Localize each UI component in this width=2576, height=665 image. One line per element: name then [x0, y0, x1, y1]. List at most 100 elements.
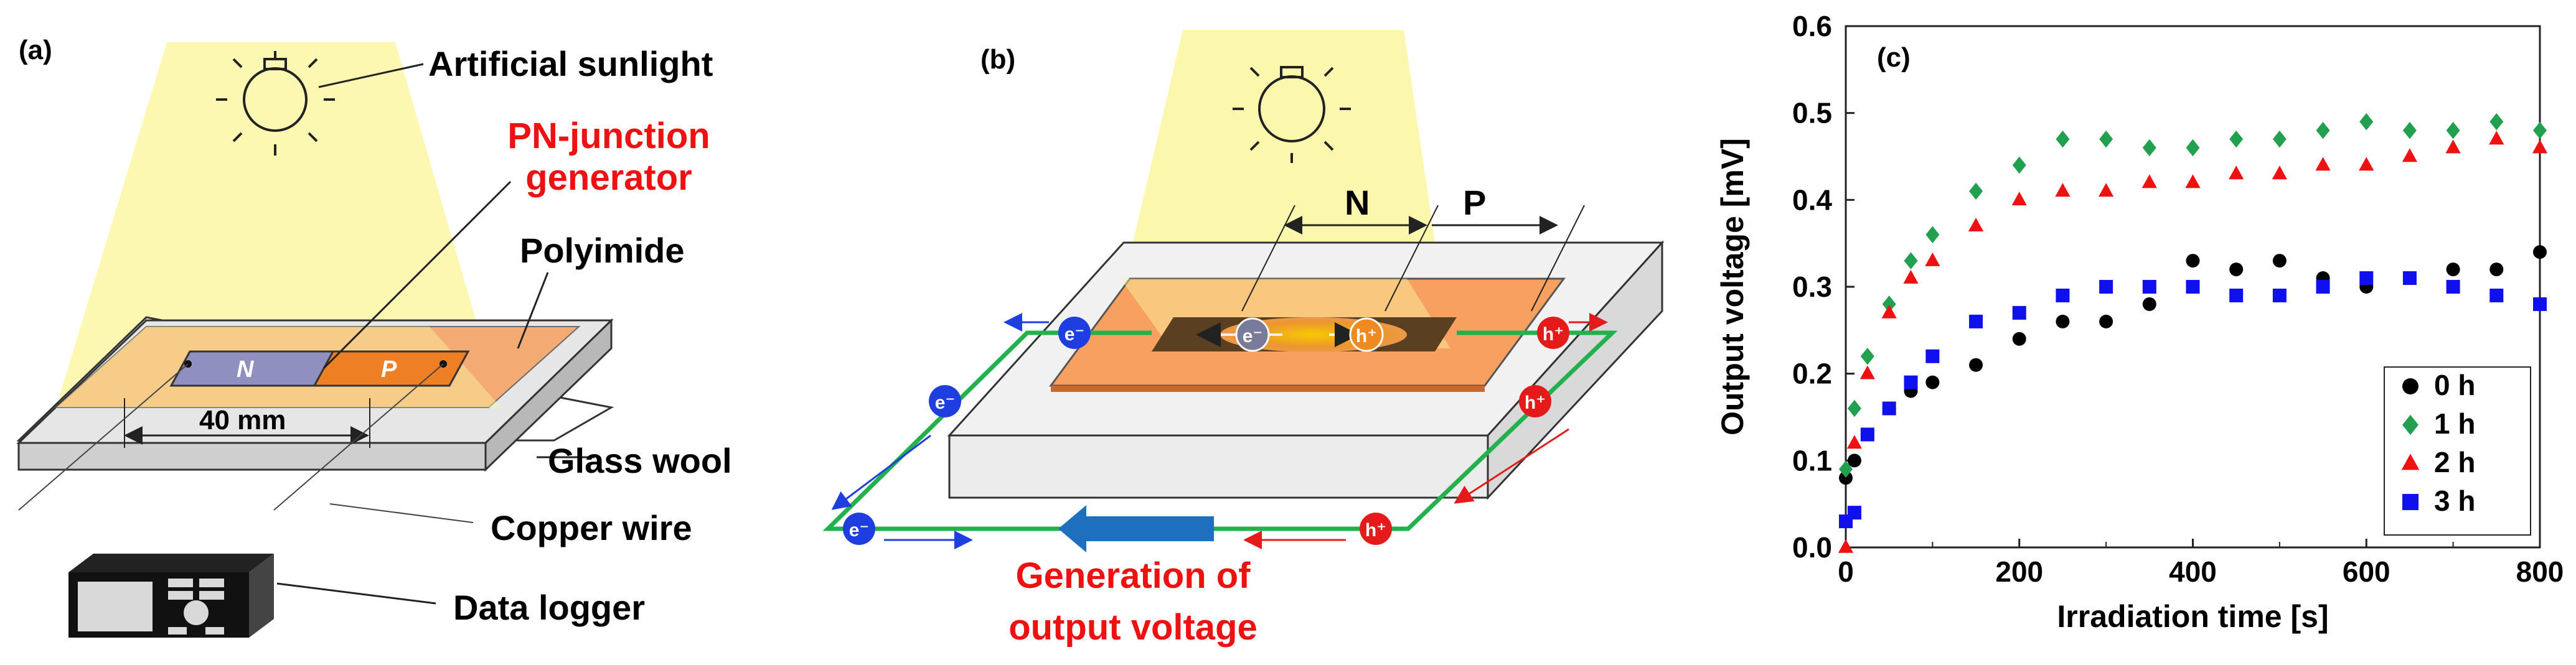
- chart-title: (c): [1877, 42, 1911, 73]
- data-point-0h: [2533, 245, 2547, 259]
- x-tick-label: 200: [1995, 556, 2043, 588]
- data-point-0h: [2272, 254, 2287, 268]
- svg-text:e⁻: e⁻: [1065, 324, 1085, 345]
- data-point-3h: [2316, 280, 2330, 294]
- copper-wire-label: Copper wire: [491, 508, 692, 547]
- n-boundary-line-right: [1384, 205, 1439, 312]
- data-logger-icon: [68, 554, 274, 638]
- data-point-1h: [2533, 121, 2547, 139]
- glass-wool-label: Glass wool: [548, 441, 732, 480]
- data-point-1h: [2229, 130, 2244, 148]
- light-bulb-icon-b: [1233, 66, 1351, 163]
- dimension-label: 40 mm: [199, 405, 286, 435]
- data-point-0h: [2446, 263, 2460, 277]
- data-point-3h: [2489, 288, 2504, 302]
- data-point-0h: [2099, 314, 2113, 328]
- data-point-0h: [2142, 297, 2156, 311]
- svg-text:h⁺: h⁺: [1543, 324, 1564, 345]
- svg-text:h⁺: h⁺: [1525, 393, 1546, 413]
- pn-generator-label-1: PN-junction: [507, 116, 710, 156]
- data-point-2h: [2359, 157, 2374, 171]
- sunlight-beam: [56, 42, 501, 407]
- data-point-1h: [2056, 130, 2070, 148]
- y-tick-label: 0.1: [1792, 444, 1832, 477]
- data-point-2h: [2229, 165, 2244, 180]
- data-point-1h: [2272, 130, 2287, 148]
- hole-marker-top: h⁺: [1537, 317, 1569, 349]
- copper-wire-right: [273, 363, 444, 511]
- sun-leader-line: [318, 63, 424, 88]
- x-tick-label: 400: [2169, 556, 2217, 588]
- y-axis-label: Output voltage [mV]: [1715, 138, 1750, 435]
- data-point-2h: [2445, 139, 2461, 154]
- panel-a-label: (a): [19, 35, 52, 65]
- svg-text:h⁺: h⁺: [1356, 326, 1377, 346]
- data-point-3h: [2012, 305, 2026, 320]
- y-tick-label: 0.3: [1792, 271, 1832, 303]
- x-tick-label: 600: [2343, 556, 2390, 588]
- copper-wire-left: [18, 363, 189, 511]
- y-tick-label: 0.2: [1792, 358, 1832, 390]
- electron-marker-top: e⁻: [1058, 317, 1091, 349]
- svg-text:e⁻: e⁻: [935, 393, 956, 413]
- glass-wool-front: [17, 442, 487, 471]
- data-point-2h: [2315, 157, 2331, 171]
- data-point-2h: [1968, 218, 1984, 232]
- data-point-3h: [2099, 280, 2113, 294]
- y-tick-label: 0.4: [1792, 184, 1832, 216]
- sunlight-label: Artificial sunlight: [428, 44, 713, 83]
- output-current-arrow: [1058, 505, 1214, 552]
- data-point-0h: [2012, 332, 2026, 346]
- p-boundary-line: [1531, 205, 1585, 312]
- svg-text:e⁻: e⁻: [1243, 326, 1263, 346]
- electron-flow-arrow-2: [831, 434, 931, 510]
- data-point-0h: [2489, 263, 2504, 277]
- data-point-3h: [1925, 349, 1940, 363]
- data-point-2h: [2011, 192, 2027, 206]
- data-point-0h: [2186, 254, 2200, 268]
- copper-wire-leader-line: [329, 503, 474, 523]
- legend-label: 3 h: [2434, 485, 2475, 517]
- polyimide-label: Polyimide: [520, 231, 685, 270]
- data-point-0h: [2229, 263, 2244, 277]
- polyimide-edge-b: [1051, 386, 1485, 392]
- data-point-1h: [2186, 139, 2200, 157]
- data-point-1h: [1904, 252, 1918, 269]
- data-point-1h: [1925, 226, 1940, 243]
- n-region-label: N: [1345, 183, 1370, 222]
- hole-marker-center: h⁺: [1349, 317, 1384, 352]
- electron-marker-left: e⁻: [929, 385, 961, 417]
- panel-a: (a) Artificial sunlight: [16, 35, 732, 638]
- data-point-3h: [2359, 271, 2374, 286]
- svg-text:h⁺: h⁺: [1365, 520, 1386, 541]
- n-strip-label: N: [237, 356, 255, 383]
- electron-marker-center: e⁻: [1235, 317, 1270, 352]
- data-point-2h: [2099, 183, 2114, 197]
- data-point-3h: [1860, 427, 1874, 442]
- x-tick-label: 800: [2516, 556, 2564, 588]
- data-point-1h: [2316, 121, 2330, 139]
- data-point-1h: [2489, 113, 2504, 131]
- p-type-strip: [313, 350, 470, 387]
- data-point-3h: [1882, 401, 1896, 416]
- data-point-1h: [2012, 156, 2026, 174]
- data-point-2h: [2532, 139, 2548, 154]
- p-region-label: P: [1463, 183, 1486, 222]
- data-point-2h: [1925, 252, 1940, 266]
- y-tick-label: 0.6: [1792, 10, 1832, 42]
- legend-label: 2 h: [2434, 446, 2475, 478]
- data-point-1h: [1882, 295, 1896, 313]
- generator-leader-line: [322, 180, 512, 370]
- data-point-2h: [1846, 435, 1863, 449]
- data-point-3h: [2056, 288, 2070, 302]
- panel-b-label: (b): [980, 44, 1015, 75]
- data-point-3h: [2533, 297, 2547, 311]
- data-point-2h: [1881, 304, 1897, 319]
- data-point-1h: [2402, 121, 2417, 139]
- data-point-1h: [2446, 121, 2460, 139]
- data-point-2h: [2141, 174, 2157, 188]
- output-caption-1: Generation of: [1015, 556, 1251, 596]
- data-point-3h: [2186, 280, 2200, 294]
